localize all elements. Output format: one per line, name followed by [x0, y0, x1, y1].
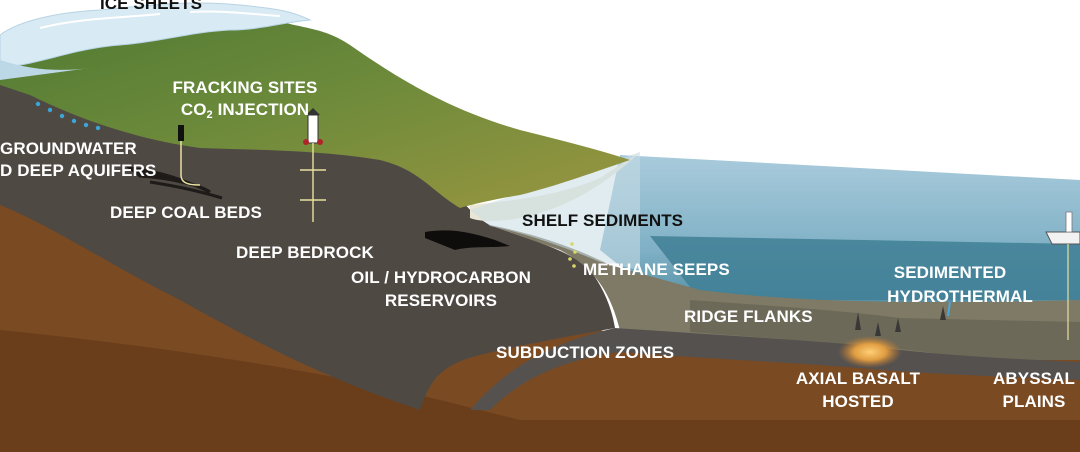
ridge-flank-sediment [690, 300, 1080, 360]
ice-sheet-ridge [39, 10, 281, 29]
label-deep-aquifers: D DEEP AQUIFERS [0, 161, 157, 180]
continental-bedrock [0, 80, 615, 410]
label-methane-seeps: METHANE SEEPS [583, 260, 730, 279]
oil-reservoir-icon [425, 230, 510, 250]
co2-prefix: CO [180, 100, 207, 119]
ice-meltwater [0, 60, 90, 80]
co2-subscript: 2 [206, 109, 213, 121]
label-axial-basalt: AXIAL BASALT [795, 369, 921, 388]
label-hosted: HOSTED [822, 392, 894, 411]
co2-suffix: INJECTION [212, 100, 310, 119]
label-ice-sheets: ICE SHEETS [99, 0, 203, 13]
label-hydrothermal: HYDROTHERMAL [887, 287, 1033, 306]
label-ridge-flanks: RIDGE FLANKS [684, 307, 813, 326]
methane-bubbles [568, 242, 577, 268]
label-reservoirs: RESERVOIRS [384, 291, 498, 310]
label-deep-coal-beds: DEEP COAL BEDS [110, 203, 262, 222]
label-oil-hydrocarbon: OIL / HYDROCARBON [351, 268, 531, 287]
coal-seam [124, 165, 223, 200]
magma-chamber [838, 336, 902, 368]
label-deep-bedrock: DEEP BEDROCK [236, 243, 374, 262]
label-plains: PLAINS [1002, 392, 1066, 411]
label-co2-injection: CO2 INJECTION [160, 99, 330, 121]
label-subduction-zones: SUBDUCTION ZONES [496, 343, 675, 362]
hydrothermal-flow [947, 301, 951, 317]
label-abyssal: ABYSSAL [993, 369, 1075, 388]
hydrothermal-vents-icon [855, 306, 946, 336]
label-groundwater: GROUNDWATER [0, 139, 137, 158]
co2-injection-rig-icon [300, 108, 326, 222]
fracking-well-icon [178, 125, 201, 186]
basement-rock-lower [0, 330, 1080, 452]
ice-sheet [0, 2, 312, 71]
shelf-water [470, 152, 640, 270]
drilling-ship-icon [1045, 211, 1080, 340]
ocean-deep-band [650, 236, 1080, 300]
label-shelf-sediments: SHELF SEDIMENTS [522, 211, 684, 230]
subducting-slab [470, 328, 1080, 410]
groundwater-dots [35, 101, 101, 131]
label-fracking-sites: FRACKING SITES [172, 78, 318, 97]
label-sedimented: SEDIMENTED [893, 263, 1007, 282]
